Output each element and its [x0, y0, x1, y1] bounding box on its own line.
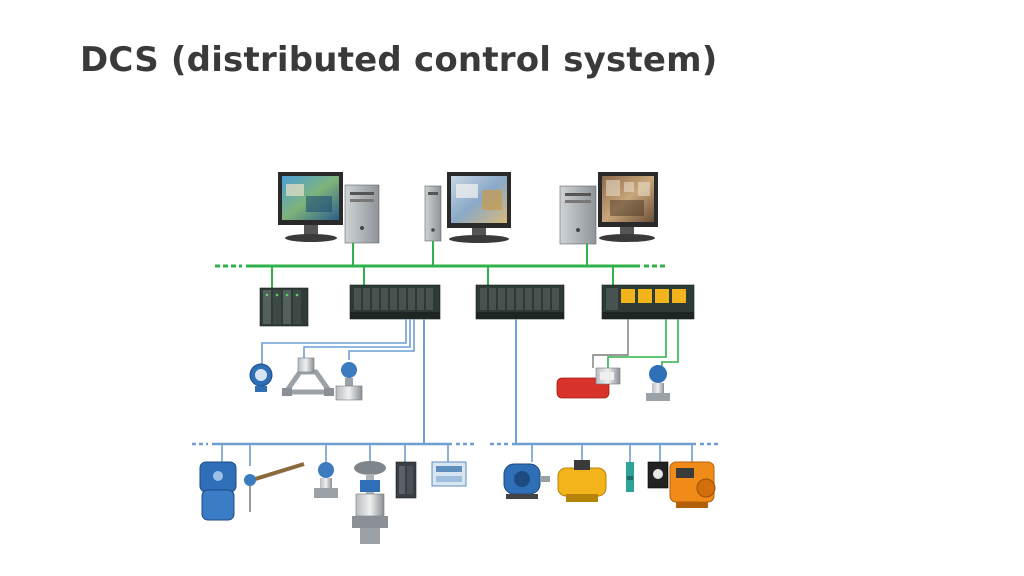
workstation-2 [424, 172, 511, 243]
coriolis-flowmeter-icon [281, 357, 335, 396]
slide-title: DCS (distributed control system) [80, 40, 718, 80]
upper-right-wiring [592, 319, 679, 368]
transmitter-icon [249, 363, 273, 392]
magnetic-flowmeter-icon [199, 461, 237, 521]
upper-left-wiring [261, 319, 415, 364]
electric-actuator-icon [669, 461, 716, 508]
io-rack-1 [259, 287, 309, 327]
fieldbus-left-drops [221, 444, 449, 466]
control-valve-icon [352, 461, 388, 544]
gateway-module-icon [431, 461, 467, 487]
electric-motor-icon [503, 463, 550, 499]
proximity-sensor-icon [626, 462, 634, 492]
workstation-3 [559, 172, 658, 245]
workstation-drops [352, 241, 588, 266]
controller-rack-4 [601, 284, 695, 320]
fieldbus-right-drops [531, 444, 693, 462]
controller-drops [271, 266, 614, 288]
controller-rack-3 [475, 284, 565, 320]
workstation-1 [278, 172, 380, 244]
pneumatic-actuator-icon [556, 367, 621, 399]
valve-positioner-icon [647, 461, 669, 489]
vortex-flowmeter-icon [335, 362, 363, 401]
io-module-icon [395, 461, 417, 499]
rotary-actuator-icon [557, 460, 607, 502]
pressure-transmitter-icon [646, 365, 670, 401]
level-probe-icon [244, 462, 305, 512]
controller-rack-2 [349, 284, 441, 320]
pressure-transmitter-lower-icon [314, 462, 338, 498]
